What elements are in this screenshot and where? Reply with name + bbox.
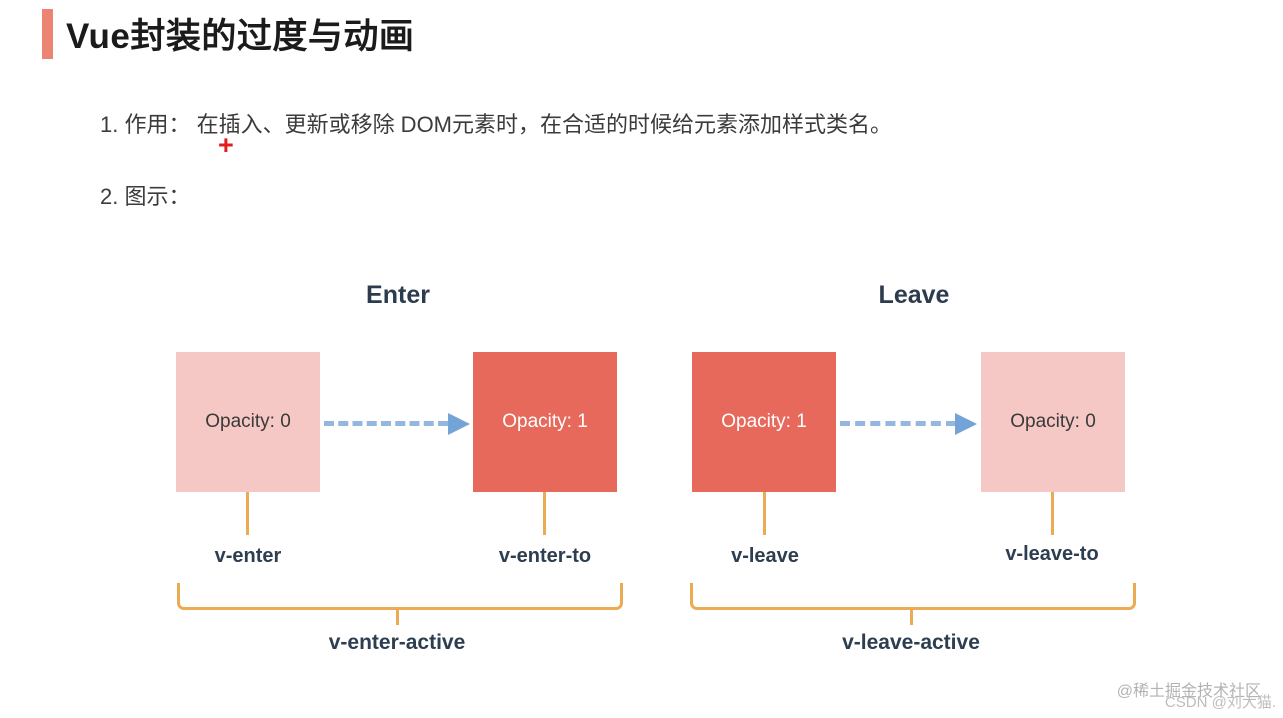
enter-section-heading: Enter bbox=[366, 281, 430, 309]
enter-from-box-label: Opacity: 0 bbox=[205, 411, 291, 432]
page-title: Vue封装的过度与动画 bbox=[66, 17, 415, 56]
leave-to-box: Opacity: 0 bbox=[981, 352, 1125, 492]
leave-section-heading: Leave bbox=[878, 281, 950, 309]
enter-from-box: Opacity: 0 bbox=[176, 352, 320, 492]
leave-from-connector bbox=[763, 492, 766, 535]
v-leave-to-label: v-leave-to bbox=[1005, 543, 1099, 565]
v-leave-active-label: v-leave-active bbox=[842, 631, 980, 654]
v-leave-label: v-leave bbox=[731, 545, 799, 567]
leave-from-box: Opacity: 1 bbox=[692, 352, 836, 492]
v-enter-to-label: v-enter-to bbox=[498, 545, 592, 567]
watermark-juejin: @稀土掘金技术社区 bbox=[1116, 683, 1261, 700]
enter-active-bracket-stem bbox=[396, 608, 399, 625]
watermark-csdn: CSDN @刘大猫. bbox=[1164, 694, 1276, 711]
point-usage: 1. 作用： 在插入、更新或移除 DOM元素时，在合适的时候给元素添加样式类名。 bbox=[100, 112, 893, 137]
title-accent-bar bbox=[42, 8, 53, 59]
enter-active-bracket bbox=[177, 583, 623, 610]
point-illustration: 2. 图示： bbox=[100, 184, 191, 209]
enter-arrowhead-icon bbox=[448, 413, 470, 435]
leave-to-connector bbox=[1051, 492, 1054, 535]
leave-active-bracket bbox=[690, 583, 1136, 610]
enter-to-box: Opacity: 1 bbox=[473, 352, 617, 492]
enter-to-connector bbox=[543, 492, 546, 535]
leave-to-box-label: Opacity: 0 bbox=[1010, 411, 1096, 432]
v-enter-label: v-enter bbox=[214, 545, 282, 567]
leave-transition-arrow bbox=[840, 421, 956, 426]
enter-from-connector bbox=[246, 492, 249, 535]
leave-from-box-label: Opacity: 1 bbox=[721, 411, 807, 432]
leave-arrowhead-icon bbox=[955, 413, 977, 435]
plus-annotation: + bbox=[218, 130, 234, 160]
enter-to-box-label: Opacity: 1 bbox=[502, 411, 588, 432]
enter-transition-arrow bbox=[324, 421, 448, 426]
leave-active-bracket-stem bbox=[910, 608, 913, 625]
v-enter-active-label: v-enter-active bbox=[328, 631, 466, 654]
page-header: Vue封装的过度与动画 bbox=[42, 8, 414, 59]
